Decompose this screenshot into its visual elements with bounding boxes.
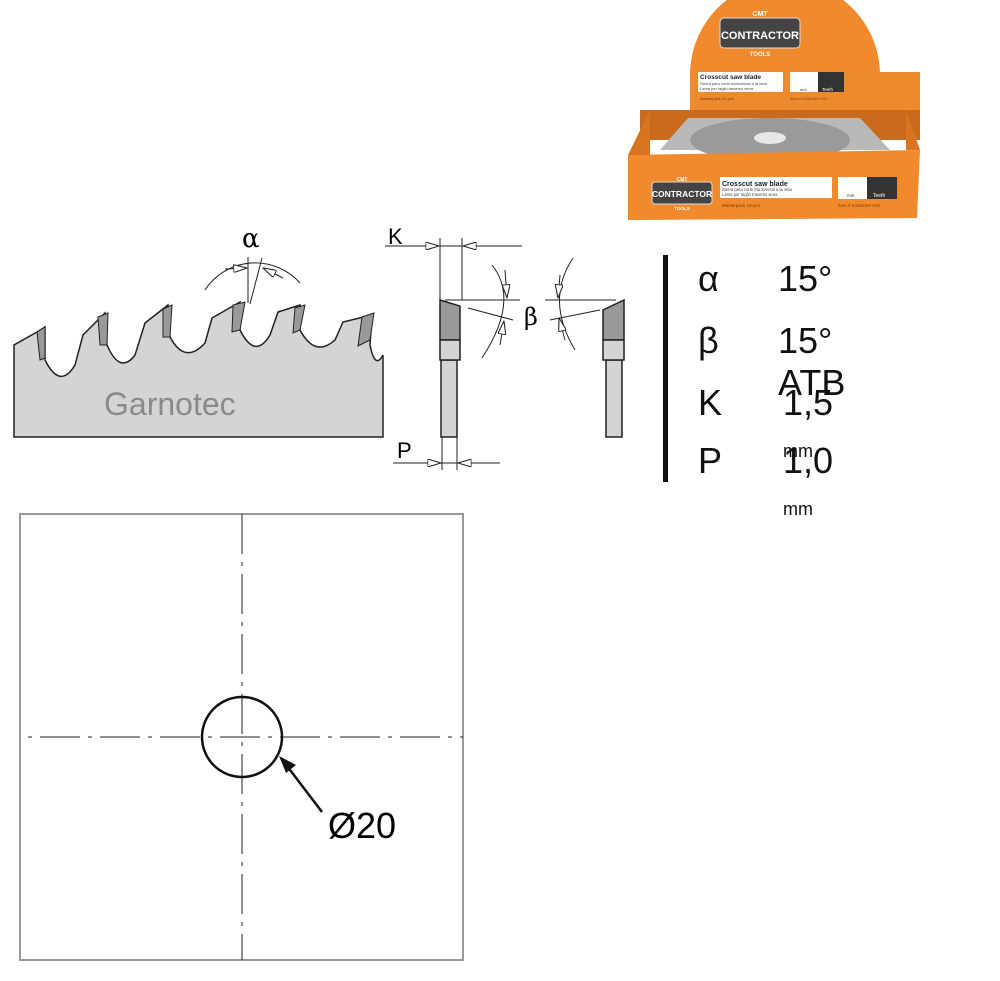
svg-text:Teeth: Teeth [822, 87, 834, 92]
svg-text:Crosscut saw blade: Crosscut saw blade [722, 181, 788, 188]
product-box-image: CMT CONTRACTOR TOOLS Crosscut saw blade … [628, 0, 920, 220]
svg-text:Crosscut saw blade: Crosscut saw blade [700, 74, 761, 81]
svg-text:Sierra para corte transversal: Sierra para corte transversal a la veta [722, 187, 792, 192]
alpha-label: α [242, 224, 260, 254]
svg-text:Teeth: Teeth [873, 193, 885, 199]
svg-text:CONTRACTOR: CONTRACTOR [652, 189, 712, 199]
svg-text:Sierra para corte transversal: Sierra para corte transversal a la veta [700, 81, 767, 86]
p-label: P [397, 438, 412, 463]
saw-blade-profile: Garnotec α [13, 224, 384, 438]
spec-value: 15° [778, 258, 833, 299]
svg-text:CMT: CMT [677, 177, 688, 183]
svg-text:Lama per taglio traverso vena: Lama per taglio traverso vena [700, 86, 754, 91]
watermark: Garnotec [104, 386, 236, 422]
svg-text:Masterpack 10-pcs.: Masterpack 10-pcs. [700, 96, 735, 101]
svg-text:mm: mm [847, 193, 855, 198]
svg-text:TOOLS: TOOLS [674, 206, 689, 211]
spec-symbol: K [698, 382, 723, 423]
spec-symbol: P [698, 440, 723, 481]
bore-drawing: Ø20 [19, 513, 464, 961]
beta-label: β [524, 303, 538, 331]
svg-text:TOOLS: TOOLS [750, 52, 771, 58]
cmt-logo-top: CMT CONTRACTOR TOOLS [719, 11, 801, 58]
spec-symbol: α [698, 258, 719, 299]
svg-text:Item # K16024H-X10: Item # K16024H-X10 [790, 96, 828, 101]
svg-text:Masterpack 10-pcs.: Masterpack 10-pcs. [722, 203, 761, 208]
spec-divider [663, 255, 668, 482]
spec-value: 1,0 mm [783, 440, 834, 519]
spec-value: 15° ATB [778, 320, 846, 403]
svg-text:CONTRACTOR: CONTRACTOR [721, 30, 799, 42]
spec-symbol: β [698, 320, 719, 361]
spec-unit: mm [783, 499, 813, 519]
k-label: K [388, 224, 403, 249]
bore-diameter-label: Ø20 [328, 805, 396, 846]
spec-unit: mm [783, 441, 813, 461]
cmt-logo-front: CMT CONTRACTOR TOOLS [651, 177, 713, 211]
blade-side-view: K β P [385, 224, 625, 470]
svg-text:Item # K16024H-X10: Item # K16024H-X10 [838, 203, 881, 208]
spec-value: 1,5 mm [783, 382, 834, 461]
svg-text:mm: mm [800, 87, 807, 92]
svg-text:CMT: CMT [752, 11, 768, 18]
svg-text:Lama per taglio traverso vena: Lama per taglio traverso vena [722, 192, 778, 197]
